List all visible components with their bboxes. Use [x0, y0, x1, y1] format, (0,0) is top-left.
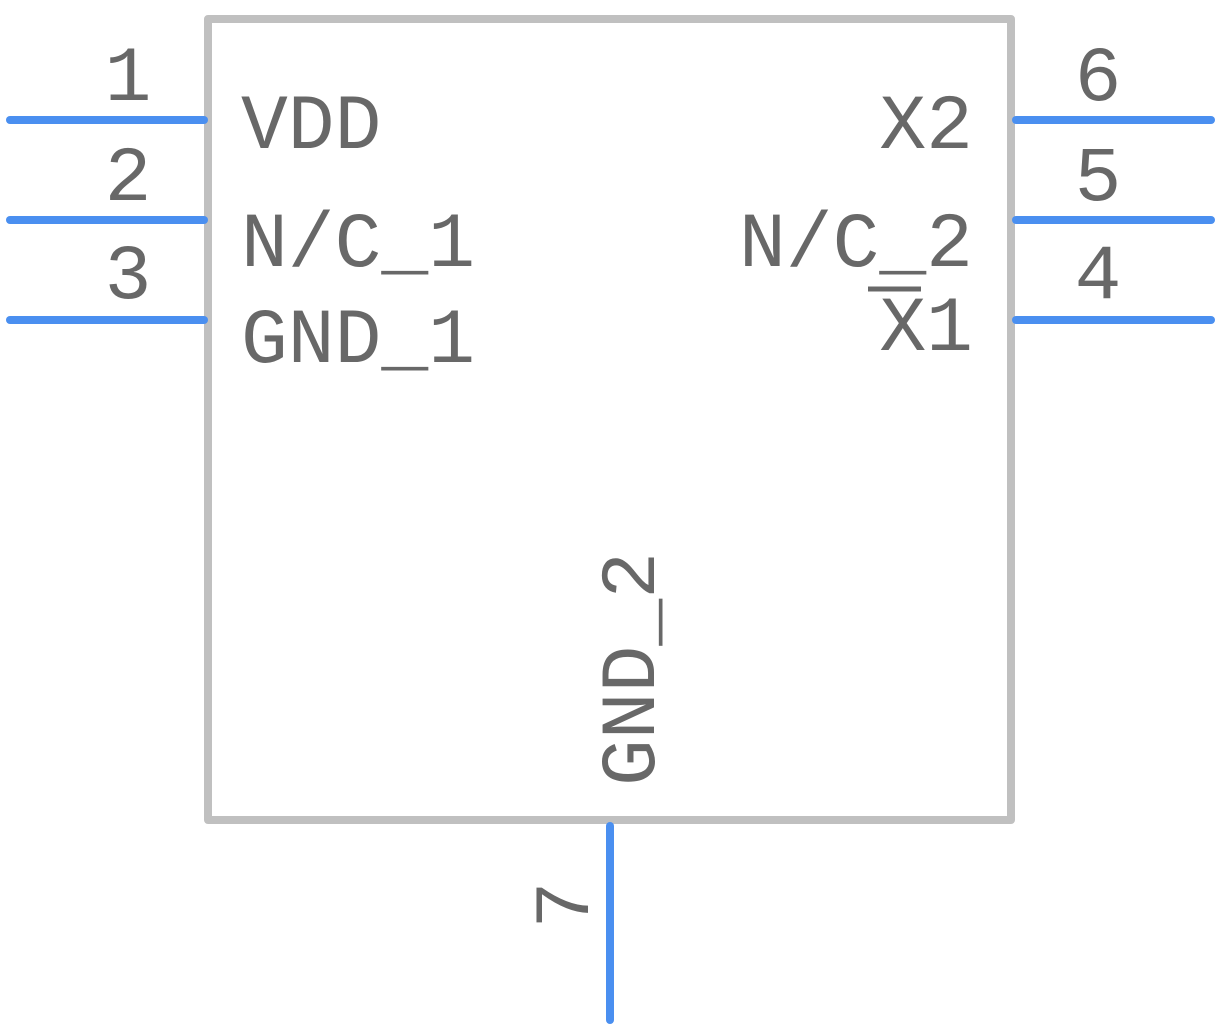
- pin-6-name: X2: [879, 84, 973, 172]
- pin-5-number: 5: [1075, 136, 1122, 224]
- pin-4-name: X1: [879, 286, 973, 374]
- pin-3-name: GND_1: [241, 298, 475, 386]
- pin-3-number: 3: [105, 234, 152, 322]
- component-body: [204, 15, 1015, 824]
- pin-1-name: VDD: [241, 84, 381, 172]
- pin-6-number: 6: [1075, 36, 1122, 124]
- pin-1-number: 1: [105, 36, 152, 124]
- pin-5-name: N/C_2: [739, 202, 973, 290]
- pin-2-name: N/C_1: [241, 202, 475, 290]
- pin-4-number: 4: [1075, 234, 1122, 322]
- pin-2-number: 2: [105, 136, 152, 224]
- pin-7-number: 7: [524, 882, 612, 929]
- pin-7-name: GND_2: [590, 552, 678, 786]
